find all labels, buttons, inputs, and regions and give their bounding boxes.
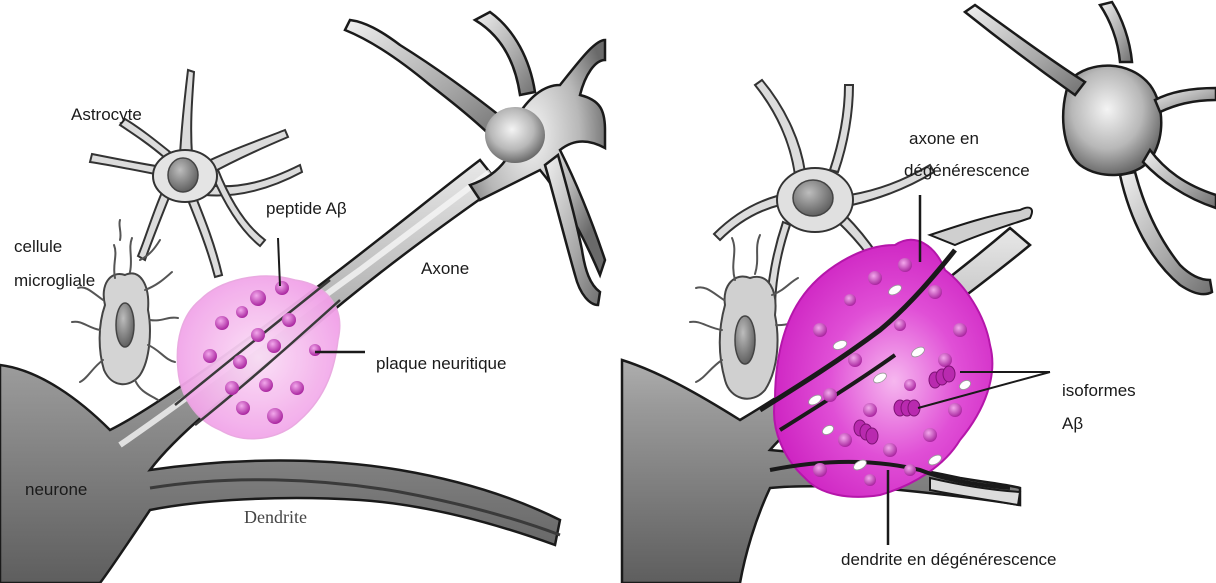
left-panel [0, 12, 605, 583]
label-microglia-line1: cellule [14, 236, 62, 258]
label-peptide: peptide Aβ [266, 198, 347, 220]
label-plaque-neuritique: plaque neuritique [376, 353, 506, 375]
right-panel [622, 2, 1216, 583]
label-axone-degen-line1: axone en [909, 128, 979, 150]
label-microglia-line2: microgliale [14, 270, 95, 292]
astrocyte-cell [90, 70, 302, 277]
label-axone-degen-line2: dégénérescence [904, 160, 1030, 182]
microglia-cell [72, 220, 178, 400]
label-dendrite: Dendrite [244, 506, 307, 528]
label-dendrite-degen: dendrite en dégénérescence [841, 549, 1057, 571]
label-axone: Axone [421, 258, 469, 280]
label-isoformes-line1: isoformes [1062, 380, 1136, 402]
label-astrocyte: Astrocyte [71, 104, 142, 126]
label-neurone: neurone [25, 479, 87, 501]
label-isoformes-line2: Aβ [1062, 413, 1083, 435]
